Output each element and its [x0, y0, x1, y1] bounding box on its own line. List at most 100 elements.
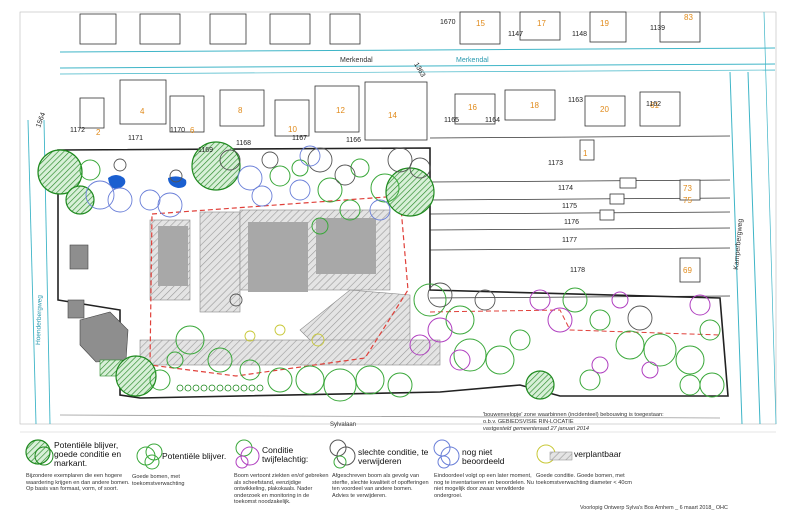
house-number: 10 [288, 125, 297, 134]
parcel-number: 1148 [572, 31, 587, 38]
parcel-number: 1670 [440, 19, 456, 26]
credit-line: Voorlopig Ontwerp Sylva's Bos Arnhem _ 6… [580, 505, 728, 511]
parcel-number: 1174 [558, 185, 573, 192]
parcel-number: 1564 [35, 112, 47, 129]
parcel-number: 1147 [508, 31, 523, 38]
parcel-number: 1177 [562, 237, 577, 244]
legend-blijver-desc-wrap: Goede bomen, met toekomstverwachting [132, 473, 232, 487]
trees-slecht [113, 147, 653, 331]
street-label-merkendal: Merkendal [340, 57, 373, 64]
street-label-kamperbergweg: Kamperbergweg [733, 218, 744, 270]
house-number: 6 [190, 126, 195, 135]
legend-swatch-slecht [329, 439, 356, 469]
legend-slecht-desc-wrap: Afgeschreven boom als gevolg van sterfte… [332, 472, 430, 499]
legend-swatch-blijver [136, 443, 163, 470]
envelope-note: 'bouwenvelopje' zone waarbinnen (inciden… [483, 412, 723, 433]
parcel-number: 1171 [128, 135, 143, 142]
parcels-east [429, 135, 731, 299]
parcel-number: 1169 [198, 147, 213, 154]
legend-swatch-niet-beoordeeld [433, 439, 460, 469]
legend-blijver: Potentiële blijver. [162, 452, 242, 461]
legend-twijfel: Conditie twijfelachtig: [262, 446, 324, 464]
legend-swatch-verplantbaar [536, 444, 573, 464]
street-labels: Merkendal Merkendal Sylvalaan Kamperberg… [35, 57, 744, 428]
house-number: 73 [683, 184, 692, 193]
house-number: 61 [650, 101, 659, 110]
legend-verplantbaar-desc-wrap: Goede conditie. Goede bomen, met toekoms… [536, 472, 656, 486]
legend-slecht-desc: Afgeschreven boom als gevolg van sterfte… [332, 473, 429, 499]
house-number: 12 [336, 106, 345, 115]
house-number: 17 [537, 19, 546, 28]
site-boundary [57, 147, 729, 399]
house-number: 15 [476, 19, 485, 28]
legend-verplantbaar-desc: Goede conditie. Goede bomen, met toekoms… [536, 473, 632, 486]
legend-verplantbaar-title: verplantbaar [574, 449, 622, 459]
kamperbergweg-road [729, 11, 777, 425]
parcel-number: 1175 [562, 203, 577, 210]
parcel-number: 1164 [485, 117, 500, 124]
envelope-note-line3: vastgesteld gemeenteraad 27 januari 2014 [483, 426, 590, 432]
parcel-number: 1173 [548, 160, 563, 167]
house-number: 8 [238, 106, 243, 115]
parcel-number: 1162 [646, 101, 661, 108]
legend-markant-desc-wrap: Bijzondere exemplaren die een hogere waa… [26, 472, 134, 493]
house-number: 83 [684, 13, 693, 22]
legend-swatch-twijfel [235, 439, 260, 469]
map-frame [19, 11, 777, 425]
parcel-number-labels: 1172 1171 1170 1169 1168 1167 1166 1165 … [35, 19, 665, 274]
legend-niet-beoordeeld: nog niet beoordeeld [462, 448, 522, 466]
legend-niet-beoordeeld-desc-wrap: Eindoordeel volgt op een later moment, n… [434, 472, 534, 499]
building-envelope-east [429, 309, 721, 336]
house-number: 16 [468, 103, 477, 112]
house-number: 4 [140, 107, 145, 116]
street-label-merkendal-2: Merkendal [456, 57, 489, 64]
parcel-number: 1176 [564, 219, 579, 226]
trees-markant [37, 141, 555, 400]
sylvalaan-road [59, 414, 721, 419]
legend-verplantbaar: verplantbaar [574, 450, 634, 459]
legend-blijver-title: Potentiële blijver. [162, 451, 227, 461]
house-number: 19 [600, 19, 609, 28]
neighbor-buildings [67, 244, 129, 377]
parcel-number: 1170 [170, 127, 185, 134]
parcel-number: 1165 [444, 117, 459, 124]
legend-twijfel-desc: Boom vertoont ziekten en/of gebreken als… [234, 473, 329, 506]
legend-slecht: slechte conditie, te verwijderen [358, 448, 434, 466]
parcel-number: 1168 [236, 140, 251, 147]
parcel-number: 1139 [650, 25, 665, 32]
parcel-number: 1363 [412, 62, 426, 79]
legend-slecht-title: slechte conditie, te verwijderen [358, 447, 429, 466]
envelope-note-line2: o.b.v. GEBIEDSVISIE RIN-LOCATIE [483, 419, 574, 425]
street-label-sylvalaan: Sylvalaan [330, 422, 356, 428]
street-label-left-road: Hoenderbergweg [35, 295, 44, 345]
legend-blijver-desc: Goede bomen, met toekomstverwachting [132, 474, 185, 487]
merkendal-road [59, 47, 776, 75]
existing-buildings [139, 209, 441, 366]
parcel-number: 1163 [568, 97, 583, 104]
parcel-number: 1172 [70, 127, 85, 134]
house-number: 20 [600, 105, 609, 114]
hedge [176, 384, 264, 392]
houses-south [79, 79, 681, 141]
trees-niet-beoordeeld [85, 145, 391, 221]
houses-north [79, 11, 701, 45]
house-number: 18 [530, 101, 539, 110]
house-number: 2 [96, 128, 101, 137]
legend-markant: Potentiële blijver, goede conditie en ma… [54, 441, 144, 468]
legend-niet-beoordeeld-title: nog niet beoordeeld [462, 447, 505, 466]
trees-twijfel [409, 289, 711, 379]
legend-swatches [25, 439, 573, 470]
legend-twijfel-desc-wrap: Boom vertoont ziekten en/of gebreken als… [234, 472, 332, 506]
legend-twijfel-title: Conditie twijfelachtig: [262, 445, 309, 464]
legend-markant-desc: Bijzondere exemplaren die een hogere waa… [26, 473, 130, 493]
trees-verplantbaar [244, 324, 325, 347]
house-number: 1 [583, 149, 588, 158]
envelope-note-line1: 'bouwenvelopje' zone waarbinnen (inciden… [483, 412, 664, 418]
legend-markant-title: Potentiële blijver, goede conditie en ma… [54, 440, 122, 468]
parcel-number: 1166 [346, 137, 361, 144]
parcel-number: 1167 [292, 135, 307, 142]
house-number-labels: 2 4 6 8 10 12 14 16 18 20 61 69 15 17 19… [96, 13, 693, 275]
parcel-number: 1178 [570, 267, 585, 274]
legend-niet-beoordeeld-desc: Eindoordeel volgt op een later moment, n… [434, 473, 534, 499]
